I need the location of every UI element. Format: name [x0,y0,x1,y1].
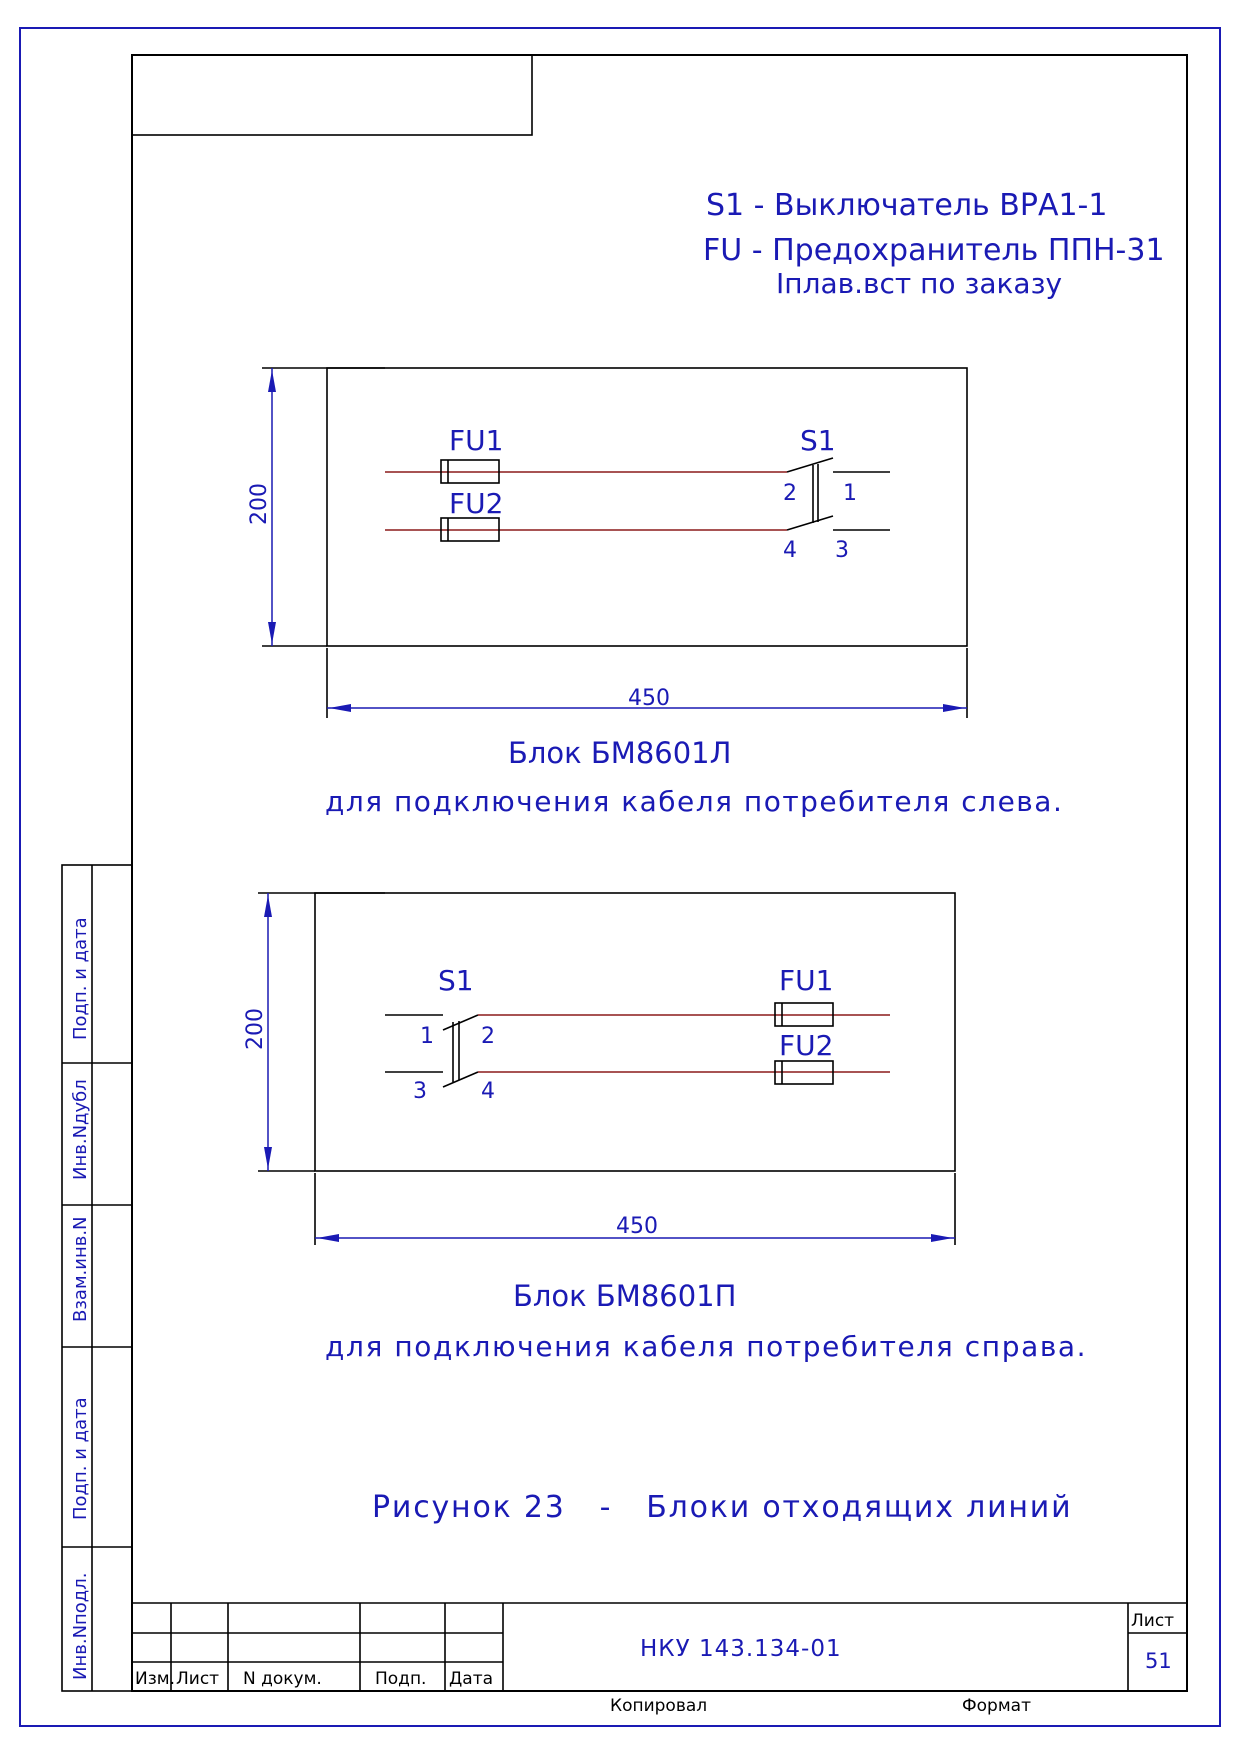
drawing-frame [131,54,1188,1692]
tb-col-izm: Изм. [135,1669,175,1689]
block-left-subtitle: для подключения кабеля потребителя слева… [325,785,1063,818]
block-left-title: Блок БМ8601Л [508,736,731,770]
tb-doc-code: НКУ 143.134-01 [640,1636,842,1662]
top-stamp-box [131,54,533,136]
tb-col-ndoc: N докум. [243,1669,322,1689]
block-left-fuse-1 [440,459,500,484]
block-right-dim-height: 200 [243,1008,268,1050]
block-right-fu2-label: FU2 [779,1029,833,1062]
figure-caption: Рисунок 23 - Блоки отходящих линий [372,1490,1072,1525]
block-right-pin-2: 2 [481,1024,495,1049]
block-left-pin-4: 4 [783,538,797,563]
tb-col-data: Дата [449,1669,493,1689]
block-left-pin-1: 1 [843,481,857,506]
tb-col-list: Лист [176,1669,219,1689]
block-left-outline [326,367,968,647]
block-right-pin-4: 4 [481,1079,495,1104]
tb-col-podp: Подп. [375,1669,426,1689]
side-stamp-2: Инв.Nдубл [70,1079,91,1180]
block-right-outline [314,892,956,1172]
footer-format: Формат [962,1696,1031,1716]
tb-sheet-label: Лист [1131,1611,1174,1631]
outer-border [19,27,1221,1727]
tb-sheet-number: 51 [1145,1649,1172,1673]
block-left-s1-label: S1 [800,424,836,457]
legend-line-2: FU - Предохранитель ППН-31 [703,233,1165,268]
block-left-fu1-label: FU1 [449,424,503,457]
block-left-dim-width: 450 [628,686,670,711]
side-stamp-4: Подп. и дата [70,1397,91,1520]
block-left-dim-height: 200 [247,483,272,525]
block-right-pin-3: 3 [413,1079,427,1104]
block-left-pin-2: 2 [783,481,797,506]
title-block: Изм. Лист N докум. Подп. Дата НКУ 143.13… [132,1602,1187,1691]
block-left-diagram: 200 450 FU1 FU2 S1 2 1 4 3 [247,367,968,718]
side-stamp-5: Инв.Nподл. [70,1573,91,1680]
side-stamp-column: Подп. и дата Инв.Nдубл Взам.инв.N Подп. … [61,864,133,1692]
block-right-fuse-2 [774,1060,834,1085]
footer-copied: Копировал [610,1696,707,1716]
block-right-fu1-label: FU1 [779,964,833,997]
side-stamp-3: Взам.инв.N [70,1216,91,1322]
block-right-fuse-1 [774,1002,834,1027]
block-left-fuse-2 [440,517,500,542]
block-right-pin-1: 1 [420,1024,434,1049]
block-right-subtitle: для подключения кабеля потребителя справ… [325,1330,1087,1363]
block-left-fu2-label: FU2 [449,487,503,520]
legend-line-1: S1 - Выключатель ВРА1-1 [706,188,1107,223]
legend-line-3: Iплав.вст по заказу [776,267,1062,300]
side-stamp-1: Подп. и дата [70,917,91,1040]
block-right-dim-width: 450 [616,1214,658,1239]
block-right-diagram: 200 450 S1 1 2 3 4 FU1 FU2 [243,892,956,1245]
block-left-pin-3: 3 [835,538,849,563]
block-right-s1-label: S1 [438,964,474,997]
block-right-title: Блок БМ8601П [513,1279,736,1313]
